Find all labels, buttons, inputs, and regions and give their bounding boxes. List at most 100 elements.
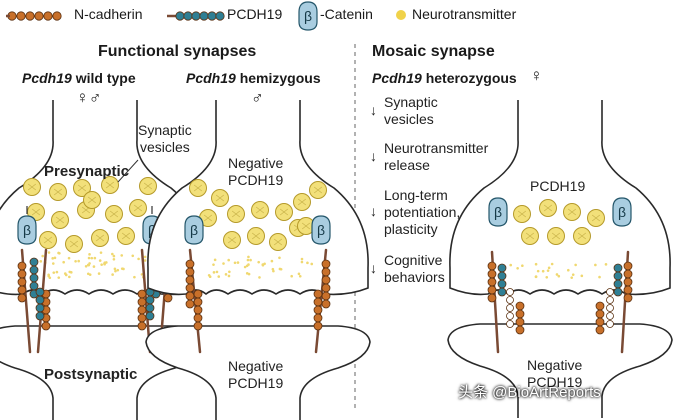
synaptic-vesicle-marks: [517, 210, 527, 218]
mosaic-postsynaptic-terminal-membrane: [447, 323, 673, 418]
neurotransmitter-dot: [555, 273, 559, 276]
effect-2-line-2: release: [384, 157, 430, 173]
hemizygous-beta-catenin-right: β: [311, 215, 331, 245]
neurotransmitter-dot: [143, 255, 147, 259]
neurotransmitter-dot: [217, 275, 221, 278]
neurotransmitter-dot: [57, 251, 60, 255]
hemizygous-ncad-left-bead: [185, 275, 195, 285]
mosaic-beta-catenin-right-shape: [612, 197, 632, 227]
hemizygous-ncad-right-bead: [321, 291, 331, 301]
wild-type-sex-symbol: ♀♂: [76, 88, 102, 107]
legend-ncadherin-icon-bead: [43, 11, 53, 21]
legend-pcdh19-icon-bead: [191, 11, 201, 21]
down-arrow-icon: ↓: [370, 102, 377, 118]
synaptic-vesicle-marks: [577, 232, 587, 240]
hemizygous-ncad-right-2-bead: [313, 313, 323, 323]
wild-type-pcdh19-left-bead: [29, 273, 39, 283]
neurotransmitter-dot: [67, 256, 71, 260]
effect-2-line-1: Neurotransmitter: [384, 140, 489, 156]
mosaic-synapse-title: Mosaic synapse: [372, 43, 495, 60]
synaptic-vesicles-callout: Synaptic vesicles: [138, 122, 192, 156]
down-arrow-icon: ↓: [370, 148, 377, 164]
hemizygous-ncad-left-bead: [185, 259, 195, 269]
neurotransmitter-dot: [112, 254, 116, 258]
neurotransmitter-dot: [63, 272, 67, 275]
neurotransmitter-dot: [570, 276, 574, 279]
neurotransmitter-dot: [278, 256, 281, 260]
watermark: 头条 @BioArtReports: [458, 384, 601, 401]
hemizygous-ncad-left-2-bead: [193, 305, 203, 315]
beta-catenin-left-shape: [17, 215, 37, 245]
neurotransmitter-dot: [41, 254, 44, 258]
neurotransmitter-dot: [509, 263, 513, 267]
neurotransmitter-dot: [536, 269, 540, 273]
wild-type-ncad-right-2-bead: [137, 313, 147, 323]
synaptic-vesicle-marks: [53, 188, 63, 196]
legend-ncadherin-label: N-cadherin: [74, 6, 143, 22]
legend: β: [6, 1, 406, 31]
neurotransmitter-dot: [233, 261, 237, 265]
negative-pcdh19-pre-line-2: PCDH19: [228, 172, 284, 188]
heterozygous-sex-symbol: ♀: [530, 66, 543, 85]
neurotransmitter-dot: [571, 273, 575, 276]
neurotransmitter-dot: [247, 255, 250, 259]
wild-type-ncad-left-bead: [17, 261, 27, 271]
neurotransmitter-dot: [100, 263, 103, 266]
mosaic-missing-pcdh19-left-bead: [506, 304, 514, 312]
hemizygous-ncad-left-bead: [185, 291, 195, 301]
hemizygous-heading: Pcdh19 hemizygous: [186, 70, 321, 86]
neurotransmitter-dot: [566, 268, 570, 272]
effect-synaptic-vesicles: ↓ Synaptic vesicles: [370, 94, 438, 128]
mosaic-ncad-right-bead: [623, 261, 633, 271]
hemizygous-gene: Pcdh19: [186, 70, 236, 86]
wild-type-pcdh19-left-2-bead: [35, 295, 45, 305]
neurotransmitter-dot: [88, 253, 91, 256]
synaptic-vesicle-marks: [77, 184, 87, 192]
synaptic-vesicle-marks: [143, 182, 153, 190]
mosaic-ncad-left-bead: [487, 293, 497, 303]
mosaic-post-line-1: Negative: [527, 357, 583, 373]
neurotransmitter-dot: [62, 260, 65, 264]
mosaic-ncad-left-2-bead: [515, 301, 525, 311]
neurotransmitter-dot: [228, 270, 231, 274]
mosaic-ncad-left-2-bead: [515, 309, 525, 319]
hemizygous-beta-catenin-right-shape: [311, 215, 331, 245]
neurotransmitter-dot: [261, 263, 265, 267]
mosaic-beta-catenin-right-glyph: β: [618, 204, 626, 220]
neurotransmitter-dot: [604, 263, 608, 266]
neurotransmitter-dot: [116, 268, 120, 272]
legend-neurotransmitter-icon: [396, 10, 406, 20]
synaptic-vesicle-marks: [543, 204, 553, 212]
neurotransmitter-dot: [120, 267, 124, 270]
hemizygous-beta-catenin-left-shape: [184, 215, 204, 245]
mosaic-presynaptic-terminal: [449, 100, 671, 296]
effect-3-line-1: Long-term: [384, 187, 448, 203]
neurotransmitter-dot: [594, 263, 597, 267]
neurotransmitter-dot: [53, 256, 57, 260]
mosaic-presynaptic-terminal-membrane: [449, 100, 671, 296]
neurotransmitter-dot: [97, 272, 101, 275]
legend-ncadherin-icon-bead: [25, 11, 35, 21]
synaptic-vesicle-marks: [193, 184, 203, 192]
neurotransmitter-dot: [574, 263, 577, 267]
synaptic-vesicle-marks: [231, 210, 241, 218]
wild-type-ncad-right-bead: [163, 293, 173, 303]
synaptic-vesicle-marks: [95, 234, 105, 242]
mosaic-pcdh19-right-bead: [613, 279, 623, 289]
presynaptic-label: Presynaptic: [44, 163, 130, 180]
synaptic-vesicle-marks: [591, 214, 601, 222]
neurotransmitter-dot: [297, 272, 301, 276]
effect-1-line-1: Synaptic: [384, 94, 438, 110]
neurotransmitter-dot: [84, 265, 88, 268]
wild-type-pcdh19-right-2-bead: [145, 295, 155, 305]
neurotransmitter-dot: [90, 256, 94, 260]
neurotransmitter-dot: [111, 252, 114, 256]
mosaic-missing-pcdh19-right-bead: [606, 288, 614, 296]
neurotransmitter-dot: [541, 269, 545, 273]
wild-type-pcdh19-left-2-bead: [35, 287, 45, 297]
synaptic-vesicle-marks: [251, 232, 261, 240]
mosaic-pcdh19-right-bead: [613, 263, 623, 273]
hemizygous-ncad-right-bead: [321, 283, 331, 293]
synaptic-vesicle-marks: [69, 240, 79, 248]
mosaic-missing-pcdh19-right-bead: [606, 312, 614, 320]
